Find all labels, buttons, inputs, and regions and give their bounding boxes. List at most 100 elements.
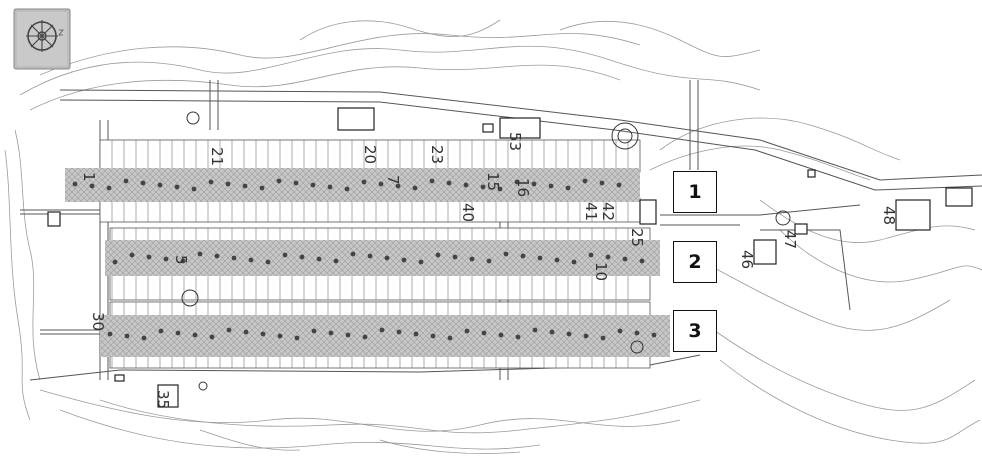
tree-dot: [497, 186, 503, 192]
terrain-contours: [4, 19, 982, 454]
tree-dot: [486, 258, 492, 264]
tree-dot: [446, 180, 452, 186]
tree-dot: [276, 178, 282, 184]
tree-dot: [480, 184, 486, 190]
building-number: 5: [172, 255, 190, 265]
tree-icon: [630, 340, 644, 354]
tree-dot: [469, 256, 475, 262]
zone-label-1: 1: [673, 171, 717, 213]
tree-dot: [311, 328, 317, 334]
building-number: 10: [592, 262, 610, 281]
tree-dot: [549, 329, 555, 335]
zone-label-2: 2: [673, 241, 717, 283]
tree-dot: [191, 186, 197, 192]
tree-dot: [554, 257, 560, 263]
zone-label-text: 1: [688, 181, 702, 203]
tree-dot: [265, 259, 271, 265]
tree-dot: [617, 328, 623, 334]
tree-dot: [452, 254, 458, 260]
tree-dot: [294, 335, 300, 341]
tree-dot: [565, 185, 571, 191]
tree-dot: [197, 251, 203, 257]
tree-dot: [418, 259, 424, 265]
tree-dot: [430, 333, 436, 339]
tree-dot: [242, 183, 248, 189]
zone-label-3: 3: [673, 310, 717, 352]
tree-dot: [259, 185, 265, 191]
tree-dot: [299, 254, 305, 260]
building-number: 48: [880, 206, 898, 225]
tree-dot: [231, 255, 237, 261]
building-number: 40: [459, 203, 477, 222]
tree-dot: [124, 333, 130, 339]
tree-dot: [107, 331, 113, 337]
building-number: 1: [80, 172, 98, 182]
tree-dot: [260, 331, 266, 337]
tree-dot: [72, 181, 78, 187]
tree-icon: [198, 381, 208, 391]
tree-dot: [112, 259, 118, 265]
tree-dot: [226, 327, 232, 333]
tree-dot: [412, 185, 418, 191]
tree-dot: [174, 184, 180, 190]
tree-dot: [163, 256, 169, 262]
tree-dot: [282, 252, 288, 258]
tree-dot: [243, 329, 249, 335]
building-number: 47: [781, 230, 799, 249]
tree-dot: [157, 182, 163, 188]
tree-dot: [566, 331, 572, 337]
building-number: 25: [628, 228, 646, 247]
tree-dot: [146, 254, 152, 260]
tree-dot: [396, 329, 402, 335]
tree-dot: [605, 254, 611, 260]
tree-dot: [600, 335, 606, 341]
building-number-labels: 53 48 47 46 42 41 40 35 30 25 23 21 20 1…: [80, 132, 898, 409]
building-number: 42: [599, 202, 617, 221]
tree-icon: [611, 122, 639, 150]
tree-dot: [514, 179, 520, 185]
tree-dot: [634, 330, 640, 336]
building-number: 46: [738, 250, 756, 269]
tree-dot: [498, 332, 504, 338]
tree-dot: [293, 180, 299, 186]
tree-dot: [141, 335, 147, 341]
zone-bands: [65, 168, 670, 357]
tree-dot: [310, 182, 316, 188]
tree-dot: [89, 183, 95, 189]
tree-dot: [214, 253, 220, 259]
tree-dot: [384, 255, 390, 261]
tree-dot: [328, 330, 334, 336]
tree-markers: [72, 178, 657, 341]
tree-dot: [378, 181, 384, 187]
large-trees: [181, 111, 791, 391]
building-outlines: [47, 107, 973, 408]
tree-dot: [277, 333, 283, 339]
tree-dot: [379, 327, 385, 333]
compass-rose-icon: [13, 8, 71, 70]
tree-icon: [617, 128, 633, 144]
zone-label-text: 3: [688, 320, 702, 342]
building-number: 16: [514, 178, 532, 197]
tree-dot: [588, 252, 594, 258]
tree-dot: [548, 183, 554, 189]
tree-dot: [248, 257, 254, 263]
tree-dot: [532, 327, 538, 333]
tree-dot: [225, 181, 231, 187]
tree-dot: [599, 180, 605, 186]
tree-dot: [503, 251, 509, 257]
building-number: 15: [484, 172, 502, 191]
tree-dot: [123, 178, 129, 184]
building-number: 23: [428, 145, 446, 164]
tree-dot: [447, 335, 453, 341]
building-number: 41: [582, 202, 600, 221]
tree-dot: [435, 252, 441, 258]
building-number: 7: [384, 175, 402, 185]
tree-dot: [401, 257, 407, 263]
tree-dot: [531, 181, 537, 187]
tree-dot: [345, 332, 351, 338]
zone-band-2: [105, 240, 660, 276]
tree-dot: [350, 251, 356, 257]
tree-dot: [344, 186, 350, 192]
tree-dot: [129, 252, 135, 258]
tree-dot: [209, 334, 215, 340]
